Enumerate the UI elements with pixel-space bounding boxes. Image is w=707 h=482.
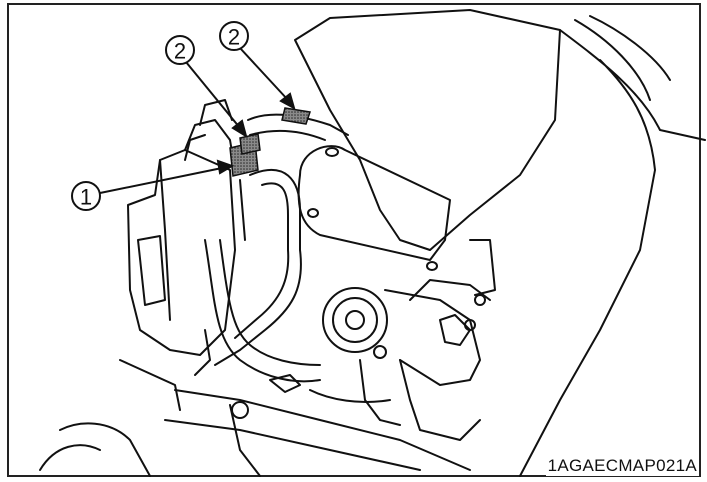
- callout-circle-1: [71, 181, 101, 211]
- leader-line-2a: [185, 61, 241, 129]
- radiator: [127, 149, 236, 356]
- pulley: [322, 287, 388, 353]
- callout-label-2a: 2: [174, 39, 186, 64]
- bonnet-panel: [294, 9, 561, 251]
- air-cleaner: [297, 145, 451, 261]
- radiator-hose: [214, 169, 302, 366]
- figure-code: 1AGAECMAP021A: [545, 456, 699, 476]
- hose-clamp-upper: [281, 107, 311, 125]
- callout-label-1: 1: [80, 185, 92, 210]
- front-axle: [174, 389, 471, 471]
- hose-clamp-mid: [239, 133, 261, 155]
- callout-label-2b: 2: [228, 25, 240, 50]
- fender: [519, 29, 706, 477]
- figure-border: [7, 3, 701, 477]
- callout-circle-2a: [165, 35, 195, 65]
- callout-circle-2b: [219, 21, 249, 51]
- leader-line-2b: [239, 47, 289, 101]
- leader-line-1: [99, 167, 223, 194]
